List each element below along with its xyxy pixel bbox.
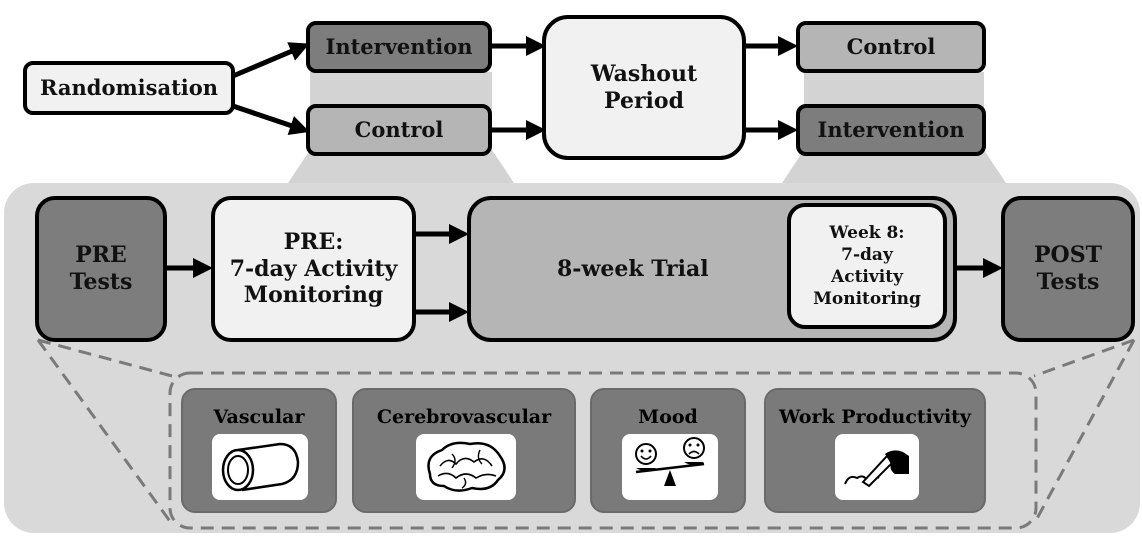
dashed-guide-right-bottom — [1032, 339, 1136, 525]
period2-intervention-box: Intervention — [796, 104, 986, 156]
writing-hand-icon — [835, 434, 919, 500]
week8-line-2: 7-day — [841, 244, 893, 265]
artery-icon — [212, 434, 308, 500]
dashed-guide-left-top — [37, 338, 173, 378]
arrow-rand-control — [232, 103, 310, 135]
arrow-rand-intervention — [232, 42, 310, 79]
trial-label: 8-week Trial — [557, 256, 709, 282]
pre-tests-line-1: PRE — [75, 242, 127, 269]
post-tests-line-2: Tests — [1036, 269, 1100, 295]
brain-icon — [416, 434, 516, 500]
period1-control-label: Control — [354, 117, 444, 143]
test-cerebrovascular-label: Cerebrovascular — [376, 406, 552, 428]
period2-control-box: Control — [796, 21, 986, 73]
washout-period-box: Washout Period — [542, 15, 746, 160]
test-vascular: Vascular — [181, 388, 337, 513]
washout-line-2: Period — [604, 87, 684, 114]
pre-monitoring-line-1: PRE: — [283, 228, 344, 255]
dashed-guide-left-bottom — [36, 339, 174, 525]
week8-line-4: Monitoring — [813, 289, 921, 310]
post-tests-box: POST Tests — [1001, 196, 1135, 342]
week8-line-1: Week 8: — [829, 222, 905, 243]
period2-control-label: Control — [846, 34, 936, 60]
test-vascular-label: Vascular — [213, 406, 305, 428]
pre-tests-line-2: Tests — [69, 269, 133, 295]
period1-intervention-label: Intervention — [325, 34, 473, 60]
test-cerebrovascular: Cerebrovascular — [352, 388, 576, 513]
washout-line-1: Washout — [590, 60, 698, 87]
pre-monitoring-box: PRE: 7-day Activity Monitoring — [211, 196, 416, 342]
tests-region — [168, 371, 1038, 530]
pre-monitoring-line-2: 7-day Activity — [229, 255, 398, 282]
test-work-productivity: Work Productivity — [764, 388, 986, 513]
pre-monitoring-line-3: Monitoring — [243, 282, 384, 309]
test-work-productivity-label: Work Productivity — [779, 406, 971, 428]
week8-line-3: Activity — [831, 267, 903, 287]
test-mood: Mood — [590, 388, 746, 513]
test-mood-label: Mood — [638, 406, 698, 428]
period1-intervention-box: Intervention — [306, 21, 492, 73]
post-tests-line-1: POST — [1034, 242, 1102, 269]
mood-scale-icon — [622, 434, 718, 500]
dashed-guide-right-top — [1033, 338, 1135, 378]
period2-intervention-label: Intervention — [817, 117, 965, 143]
randomisation-box: Randomisation — [23, 61, 235, 115]
week8-monitoring-box: Week 8: 7-day Activity Monitoring — [787, 203, 947, 329]
pre-tests-box: PRE Tests — [35, 196, 167, 342]
period1-control-box: Control — [306, 104, 492, 156]
randomisation-label: Randomisation — [39, 75, 219, 101]
